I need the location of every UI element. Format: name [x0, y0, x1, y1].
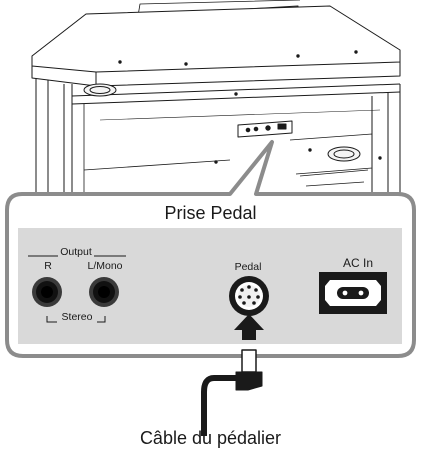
pedal-connector-icon [229, 276, 269, 316]
r-jack-label: R [44, 260, 52, 272]
callout-title: Prise Pedal [164, 203, 257, 223]
jack-icon-r [32, 277, 62, 307]
ac-in-label: AC In [342, 256, 373, 270]
jack-icon-lmono [89, 277, 119, 307]
lmono-jack-label: L/Mono [87, 260, 123, 272]
output-bracket [28, 255, 126, 323]
piano-illustration [29, 0, 405, 215]
arrow-up-icon [234, 314, 264, 340]
ac-inlet-icon [319, 272, 387, 314]
pedal-cable-caption: Câble du pédalier [139, 428, 282, 448]
pedal-jack-label: Pedal [234, 261, 262, 273]
cable-plug-icon [201, 349, 263, 436]
stereo-label: Stereo [57, 311, 97, 323]
output-label: Output [60, 246, 92, 258]
